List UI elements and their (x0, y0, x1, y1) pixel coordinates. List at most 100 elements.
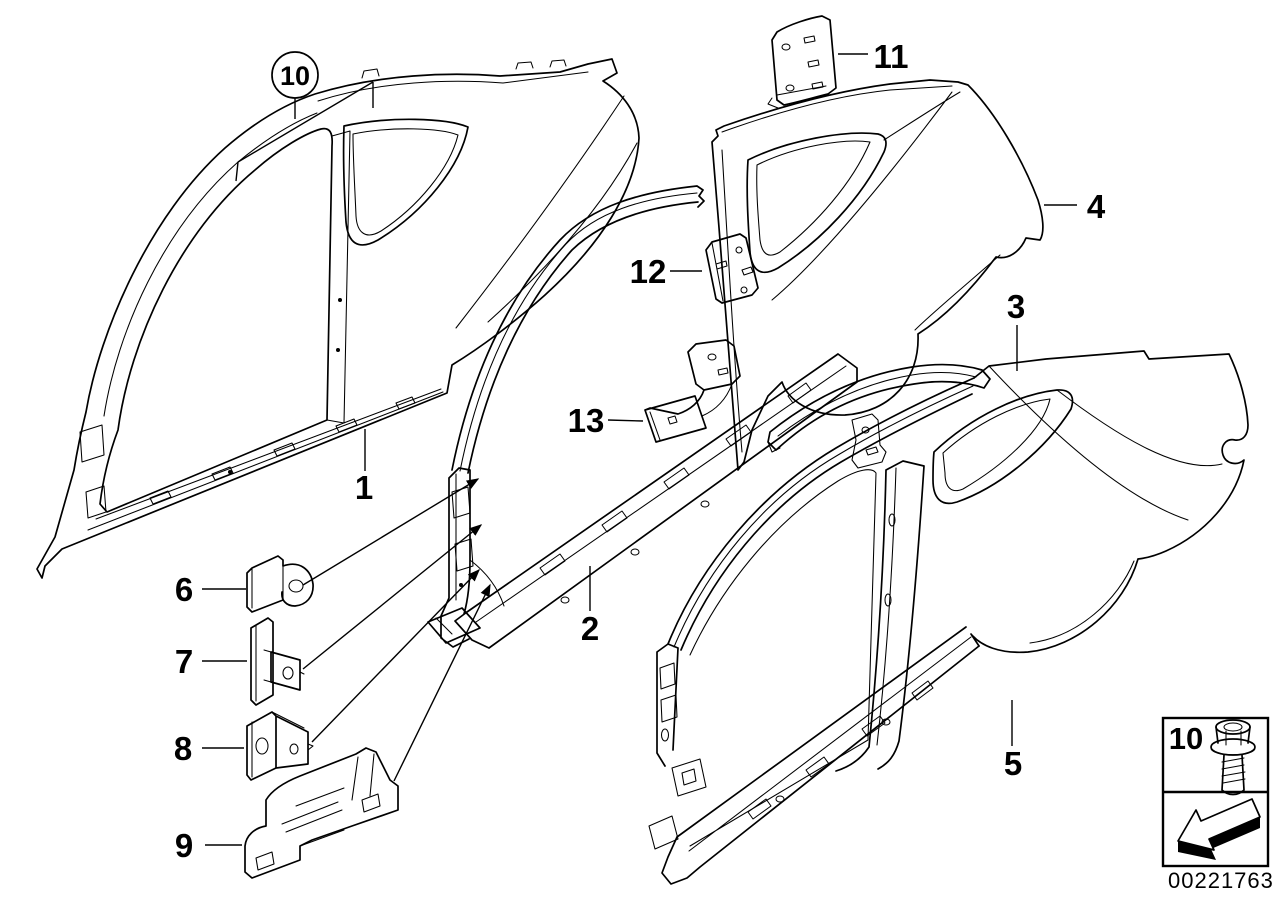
sill-hole (560, 596, 570, 604)
part-2-holes (451, 382, 812, 576)
part-11-hole (785, 84, 795, 92)
part-8-outline (246, 711, 309, 781)
part-5-quarter-window (932, 389, 1074, 505)
callout-13-label[interactable]: 13 (568, 402, 605, 439)
part-8-detail (251, 711, 314, 778)
part-6-detail (251, 565, 284, 609)
part-4-rear-quarter-panel[interactable] (711, 79, 1044, 471)
part-12-detail (711, 242, 754, 302)
part-11-hole (781, 43, 791, 51)
part-7-detail (255, 624, 305, 702)
part-13-hole (707, 353, 717, 361)
part-1-side-frame-complete[interactable] (36, 58, 640, 579)
pillar-hole (884, 593, 892, 607)
callout-11-label[interactable]: 11 (874, 38, 909, 75)
part-1-door-opening (99, 127, 334, 513)
part-4-outline (711, 79, 1044, 471)
part-3-detail-lines (767, 372, 977, 453)
part-1-detail-lines (87, 59, 638, 531)
locator-dot (459, 583, 463, 587)
callout-leaders (202, 53, 1077, 846)
part-9-outline (244, 747, 399, 879)
part-1-outline (36, 58, 640, 579)
part-5-sill (661, 626, 980, 885)
part-13-outline (644, 339, 741, 443)
part-12-outline (705, 233, 759, 304)
part-8-bracket-angle[interactable] (246, 711, 314, 781)
part-7-outline (250, 617, 301, 706)
legend-box: 10 (1161, 716, 1270, 868)
part-3-wheel-arch-rail[interactable] (767, 363, 991, 469)
callout-9-label[interactable]: 9 (175, 827, 193, 864)
callout-10-range (235, 81, 374, 182)
locator-dot (336, 348, 340, 352)
part-4-quarter-window (746, 132, 887, 274)
sill-hole (775, 795, 785, 803)
doc-number: 00221763 (1168, 868, 1274, 893)
part-11-detail (767, 35, 827, 109)
part-2-detail-lines (435, 365, 847, 635)
part-3-outline (767, 363, 991, 451)
part-2-hinge-pillar (427, 467, 481, 648)
part-11-plate[interactable] (767, 15, 837, 109)
part-1-holes (79, 396, 416, 519)
locator-dot (228, 470, 232, 474)
callout-4-label[interactable]: 4 (1087, 188, 1106, 225)
callout-12-label[interactable]: 12 (630, 253, 667, 290)
callout-2-label[interactable]: 2 (581, 610, 599, 647)
part-8-hole (289, 743, 299, 755)
callout-8-pointer (311, 568, 480, 743)
part-2-sill (454, 353, 858, 649)
part-12-hole (735, 246, 743, 254)
sill-hole (881, 718, 891, 726)
sill-hole (700, 500, 710, 508)
callout-13-leader (607, 419, 644, 422)
part-5-detail-lines (688, 365, 1223, 852)
callout-6-label[interactable]: 6 (175, 571, 193, 608)
callout-7-label[interactable]: 7 (175, 643, 193, 680)
part-7-hole (282, 666, 294, 680)
part-9-bracket-rail[interactable] (244, 747, 399, 879)
part-5-hinge-pillar (656, 643, 679, 767)
part-8-hole (255, 737, 269, 755)
pillar-hole (660, 728, 670, 742)
part-5-a-pillar (667, 377, 975, 651)
legend-fastener-cell[interactable]: 10 (1169, 719, 1256, 796)
part-5-b-pillar (835, 460, 925, 772)
part-5-roof-and-rear (970, 350, 1249, 654)
callout-1-label[interactable]: 1 (355, 469, 373, 506)
part-12-hole (740, 286, 748, 294)
callout-10[interactable]: 10 (235, 51, 374, 182)
part-2-a-pillar-inner (459, 192, 698, 472)
pillar-hole (888, 513, 896, 527)
callout-3-label[interactable]: 3 (1007, 288, 1025, 325)
legend-fastener-label: 10 (1169, 721, 1203, 756)
part-6-hole (288, 579, 304, 593)
legend-direction-cell[interactable] (1177, 798, 1261, 860)
part-7-bracket[interactable] (250, 617, 305, 706)
bolt-icon (1210, 719, 1256, 796)
callout-9-pointer (393, 583, 491, 782)
callout-labels: 1 2 3 4 5 6 7 8 9 11 12 13 (174, 38, 1106, 864)
callout-6-pointer (302, 478, 480, 586)
part-11-outline (771, 15, 837, 106)
part-12-plate[interactable] (705, 233, 759, 304)
callout-7-pointer (302, 524, 483, 670)
locator-dot (338, 298, 342, 302)
part-1-quarter-window (342, 118, 469, 246)
part-5-side-frame-right[interactable] (648, 350, 1249, 885)
part-4-detail-lines (721, 85, 1001, 453)
direction-arrow-icon (1177, 798, 1261, 860)
callout-8-label[interactable]: 8 (174, 730, 192, 767)
callout-10-label: 10 (280, 61, 310, 91)
sill-hole (630, 548, 640, 556)
part-13-bracket[interactable] (644, 339, 741, 443)
part-5-a-pillar-inner (673, 385, 974, 648)
part-6-bracket-eyelet[interactable] (246, 555, 314, 613)
part-5-holes (648, 662, 934, 850)
callout-5-label[interactable]: 5 (1004, 745, 1022, 782)
part-13-detail (649, 367, 733, 441)
part-2-side-frame-front[interactable] (427, 185, 858, 649)
